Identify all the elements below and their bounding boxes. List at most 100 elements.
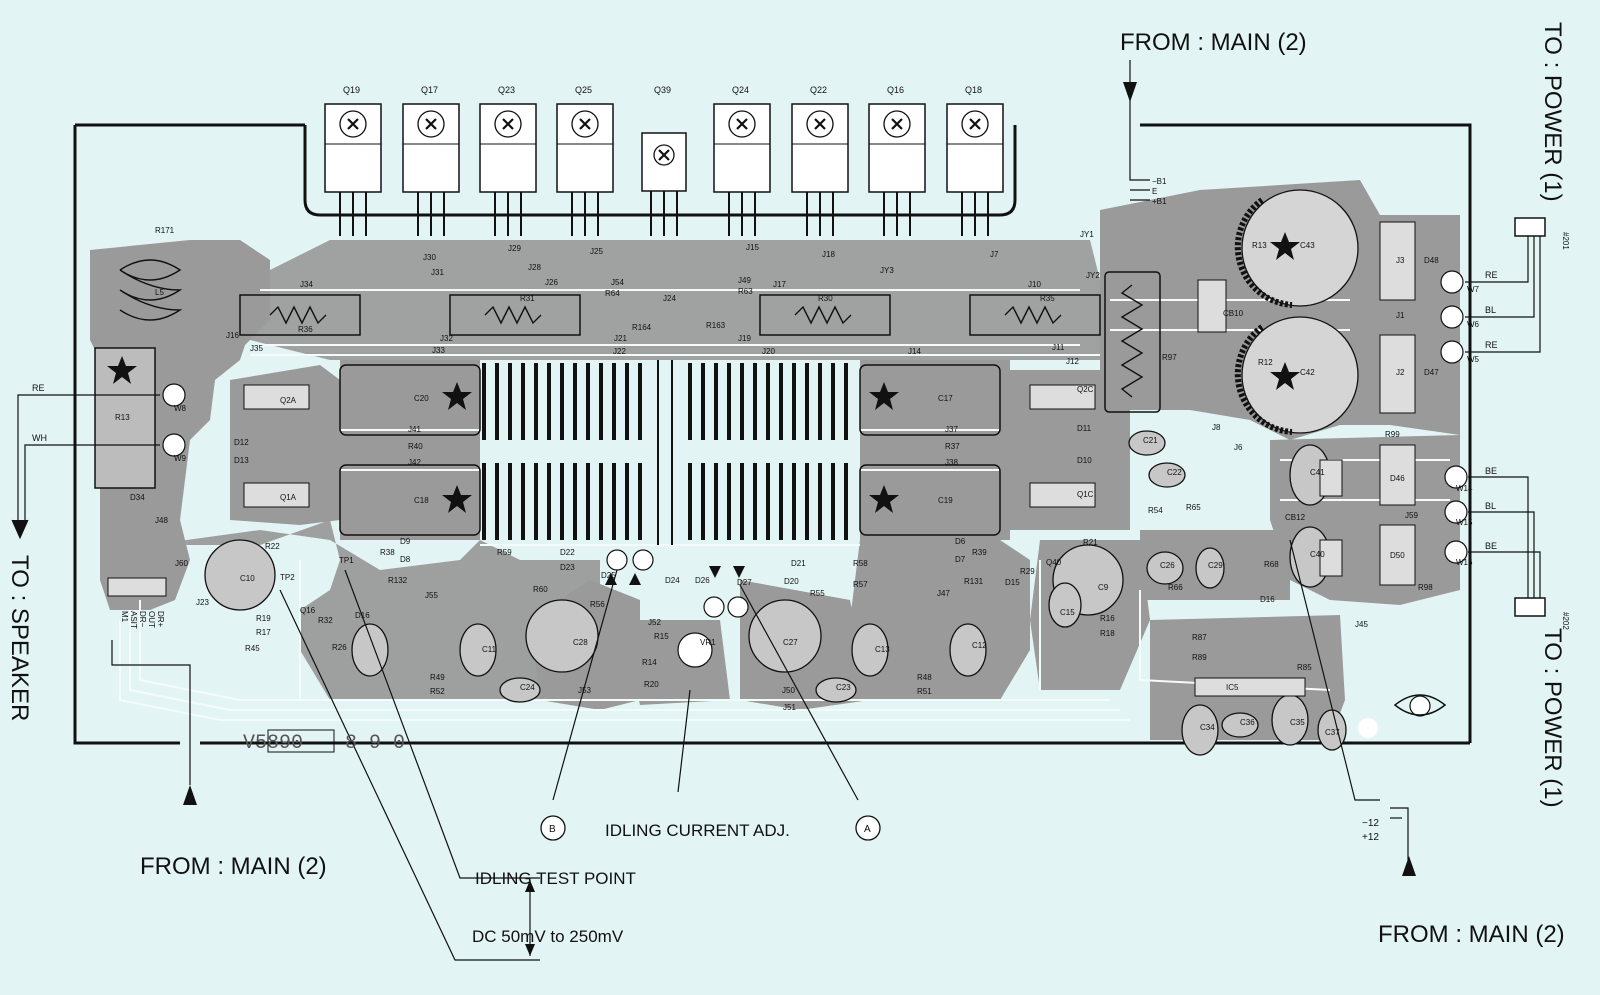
main-br-arrow bbox=[1402, 856, 1416, 876]
component-ref: R68 bbox=[1264, 560, 1279, 569]
ic-blocks bbox=[107, 221, 1416, 697]
component-ref: J37 bbox=[945, 425, 958, 434]
component-ref: R164 bbox=[632, 323, 652, 332]
component-ref: L5 bbox=[155, 288, 164, 297]
cb11-pin: M1 bbox=[120, 611, 129, 623]
component-ref: R37 bbox=[945, 442, 960, 451]
component-ref: R57 bbox=[853, 580, 868, 589]
marker-a-circle bbox=[855, 815, 881, 841]
component-ref: J50 bbox=[782, 686, 795, 695]
supply-pin: E bbox=[1152, 187, 1157, 196]
supply-pin: +B1 bbox=[1152, 197, 1167, 206]
component-ref: C22 bbox=[1167, 468, 1182, 477]
transistor-q17: Q17 bbox=[402, 85, 460, 236]
transistor-q16: Q16 bbox=[868, 85, 926, 236]
idling-current-adj-label: IDLING CURRENT ADJ. bbox=[605, 821, 790, 840]
component-ref: J19 bbox=[738, 334, 751, 343]
transistor-label: Q24 bbox=[732, 85, 749, 95]
component-ref: C27 bbox=[783, 638, 798, 647]
component-ref: D34 bbox=[130, 493, 145, 502]
component-ref: R45 bbox=[245, 644, 260, 653]
component-ref: R51 bbox=[917, 687, 932, 696]
transistor-q25: Q25 bbox=[556, 85, 614, 236]
component-ref: R38 bbox=[380, 548, 395, 557]
component-ref: D24 bbox=[665, 576, 680, 585]
component-ref: C19 bbox=[938, 496, 953, 505]
supply-pin: −B1 bbox=[1152, 177, 1167, 186]
component-ref: D16 bbox=[355, 611, 370, 620]
component-ref: R163 bbox=[706, 321, 726, 330]
leader-lines bbox=[279, 539, 1380, 961]
component-ref: D22 bbox=[560, 548, 575, 557]
speaker-arrow bbox=[11, 519, 29, 540]
component-ref: J8 bbox=[1212, 423, 1221, 432]
component-ref: R48 bbox=[917, 673, 932, 682]
component-ref: D7 bbox=[955, 555, 966, 564]
component-ref: JY2 bbox=[1086, 271, 1100, 280]
component-ref: C21 bbox=[1143, 436, 1158, 445]
component-ref: R98 bbox=[1418, 583, 1433, 592]
component-ref: C20 bbox=[414, 394, 429, 403]
component-ref: C34 bbox=[1200, 723, 1215, 732]
component-ref: W9 bbox=[174, 454, 187, 463]
component-ref: D8 bbox=[400, 555, 411, 564]
component-ref: J18 bbox=[822, 250, 835, 259]
component-ref: J22 bbox=[613, 347, 626, 356]
component-ref: D25 bbox=[601, 571, 616, 580]
component-ref: J55 bbox=[425, 591, 438, 600]
transistor-label: Q39 bbox=[654, 85, 671, 95]
external-wires bbox=[17, 60, 1541, 860]
component-ref: D27 bbox=[737, 578, 752, 587]
component-ref: W6 bbox=[1467, 320, 1480, 329]
component-ref: C9 bbox=[1098, 583, 1109, 592]
cb11-pin: DR− bbox=[138, 611, 147, 628]
transistor-label: Q16 bbox=[887, 85, 904, 95]
transistor-q24: Q24 bbox=[713, 85, 771, 236]
component-ref: Q40 bbox=[1046, 558, 1062, 567]
wire-label-right-bottom: BE bbox=[1485, 541, 1497, 551]
component-ref: R19 bbox=[256, 614, 271, 623]
transistor-q23: Q23 bbox=[479, 85, 537, 236]
transistor-label: Q22 bbox=[810, 85, 827, 95]
component-ref: R52 bbox=[430, 687, 445, 696]
dc-range-label: DC 50mV to 250mV bbox=[472, 927, 624, 946]
component-ref: J25 bbox=[590, 247, 603, 256]
component-ref: R26 bbox=[332, 643, 347, 652]
component-ref: C26 bbox=[1160, 561, 1175, 570]
neg12-label: −12 bbox=[1362, 818, 1379, 829]
component-ref: CB10 bbox=[1223, 309, 1244, 318]
transistor-label: Q18 bbox=[965, 85, 982, 95]
component-ref: Q16 bbox=[300, 606, 316, 615]
from-main-top-label: FROM : MAIN (2) bbox=[1120, 29, 1307, 56]
component-ref: Q1A bbox=[280, 493, 297, 502]
component-ref: C43 bbox=[1300, 241, 1315, 250]
transistor-label: Q19 bbox=[343, 85, 360, 95]
component-ref: IC5 bbox=[1226, 683, 1239, 692]
component-ref: J54 bbox=[611, 278, 624, 287]
to-speaker-label: TO : SPEAKER bbox=[6, 555, 33, 721]
component-ref: C42 bbox=[1300, 368, 1315, 377]
component-ref: W8 bbox=[174, 404, 187, 413]
wire-label-right-bottom: BL bbox=[1485, 501, 1496, 511]
component-ref: CB12 bbox=[1285, 513, 1306, 522]
component-ref: D6 bbox=[955, 537, 966, 546]
component-ref: R54 bbox=[1148, 506, 1163, 515]
component-ref: J26 bbox=[545, 278, 558, 287]
component-ref: D16 bbox=[1260, 595, 1275, 604]
component-ref: J53 bbox=[578, 686, 591, 695]
component-ref: R56 bbox=[590, 600, 605, 609]
component-ref: J11 bbox=[1052, 343, 1065, 352]
component-ref: R60 bbox=[533, 585, 548, 594]
component-ref: R97 bbox=[1162, 353, 1177, 362]
component-ref: C12 bbox=[972, 641, 987, 650]
marker-b-circle bbox=[540, 815, 566, 841]
component-ref: J20 bbox=[762, 347, 775, 356]
component-ref: R12 bbox=[1258, 358, 1273, 367]
resistor-blocks bbox=[94, 271, 1161, 536]
component-ref: D23 bbox=[560, 563, 575, 572]
component-ref: J3 bbox=[1396, 256, 1405, 265]
component-ref: J32 bbox=[440, 334, 453, 343]
resistor-symbols bbox=[119, 259, 1144, 398]
transistor-group: Q19 Q17 Q23 Q25 Q39 Q24 Q22 Q16 Q18 bbox=[324, 85, 1004, 236]
component-ref: W14 bbox=[1456, 484, 1473, 493]
